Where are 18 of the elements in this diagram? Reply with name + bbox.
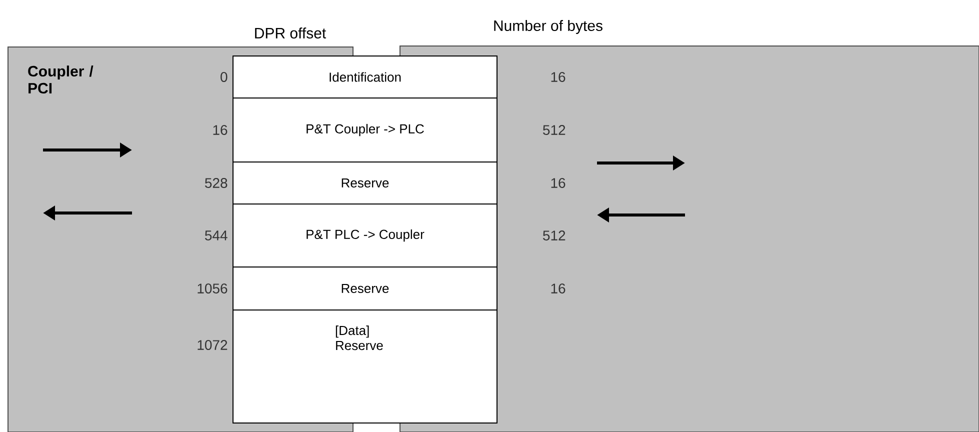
offset-value: 528 bbox=[205, 178, 228, 188]
memory-row: Reserve bbox=[232, 162, 498, 204]
column-heading: DPR offset bbox=[255, 28, 326, 38]
byte-count: 16 bbox=[551, 284, 566, 294]
column-heading: Number of bytes bbox=[494, 20, 602, 34]
byte-count: 512 bbox=[543, 125, 566, 135]
offset-value: 0 bbox=[220, 72, 228, 82]
byte-count: 16 bbox=[551, 72, 566, 82]
memory-row: Identification bbox=[232, 56, 498, 98]
memory-row: P&T PLC -> Coupler bbox=[232, 204, 498, 268]
offset-value: 1072 bbox=[198, 340, 228, 350]
byte-count: 16 bbox=[551, 178, 566, 188]
offset-value: 1056 bbox=[198, 284, 228, 294]
offset-value: 16 bbox=[213, 125, 228, 135]
memory-row: P&T Coupler -> PLC bbox=[232, 98, 498, 162]
byte-count: 512 bbox=[543, 230, 566, 240]
offset-value: 544 bbox=[205, 230, 228, 240]
memory-row: Reserve bbox=[232, 266, 498, 310]
